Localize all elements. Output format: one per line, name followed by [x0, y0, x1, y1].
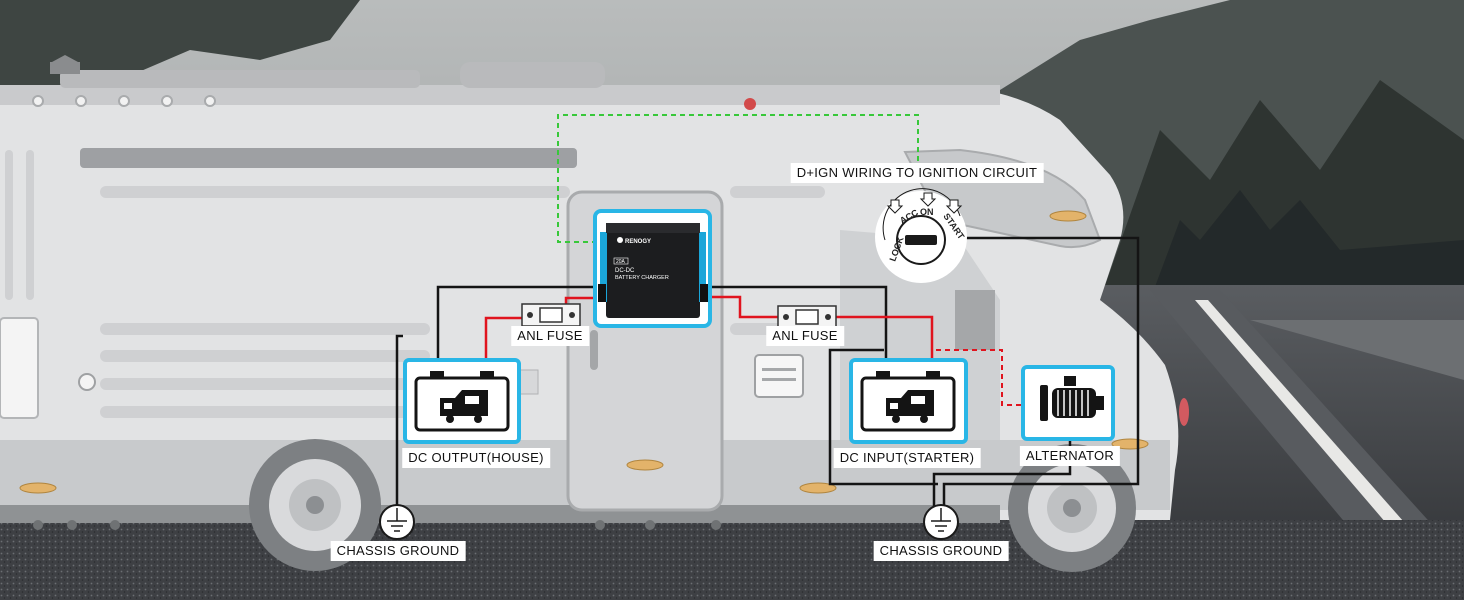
- charger-rating: 20A: [616, 259, 626, 265]
- alternator: [1021, 365, 1115, 441]
- anl-fuse-right: [777, 305, 837, 329]
- chassis-ground-left-label: CHASSIS GROUND: [330, 541, 466, 561]
- ignition-switch: LOCK ACC ON START: [875, 188, 967, 283]
- starter-battery-label: DC INPUT(STARTER): [833, 448, 981, 468]
- dc-dc-charger: RENOGY 20A DC-DC BATTERY CHARGER: [593, 209, 712, 328]
- rear-wheel: [249, 439, 381, 571]
- charger-model-line1: DC-DC: [615, 268, 635, 274]
- anl-fuse-left: [521, 303, 581, 327]
- house-battery: [403, 358, 521, 444]
- charger-brand: RENOGY: [625, 239, 651, 245]
- alternator-signal-wire: [936, 349, 1022, 406]
- ground-symbol-left: [379, 504, 415, 540]
- anl-fuse-right-label: ANL FUSE: [766, 326, 844, 346]
- chassis-ground-right-label: CHASSIS GROUND: [873, 541, 1009, 561]
- ignition-position-on: ON: [920, 207, 934, 217]
- ground-symbol-right: [923, 504, 959, 540]
- front-wheel: [1008, 444, 1136, 572]
- ignition-wire: [557, 114, 919, 243]
- rv-icon: [886, 390, 934, 423]
- alternator-label: ALTERNATOR: [1019, 446, 1121, 466]
- anl-fuse-left-label: ANL FUSE: [511, 326, 589, 346]
- starter-battery: [849, 358, 968, 444]
- charger-model-line2: BATTERY CHARGER: [615, 275, 669, 281]
- ignition-wiring-label: D+IGN WIRING TO IGNITION CIRCUIT: [790, 163, 1044, 183]
- rv-icon: [440, 390, 488, 423]
- house-battery-label: DC OUTPUT(HOUSE): [402, 448, 550, 468]
